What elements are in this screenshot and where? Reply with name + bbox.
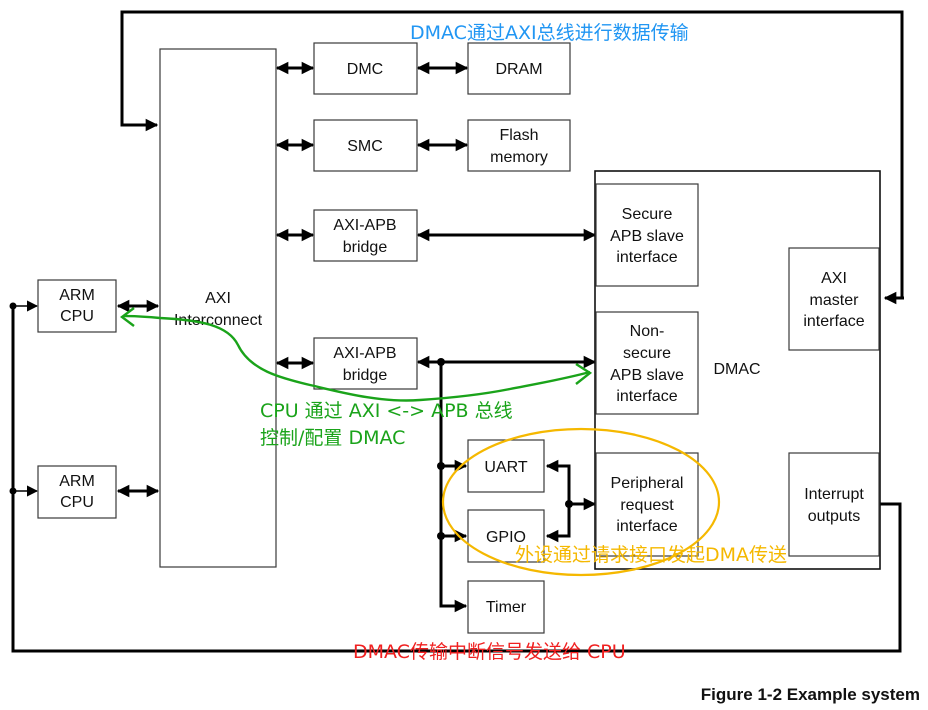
junction-dot <box>9 302 17 310</box>
cpu-config-annotation-line2: 控制/配置 DMAC <box>260 427 405 449</box>
flash-memory-block: Flash memory <box>467 119 571 172</box>
axi-transfer-annotation: DMAC通过AXI总线进行数据传输 <box>410 22 689 44</box>
peripheral-request-label: interface <box>616 518 677 535</box>
interrupt-outputs-label: Interrupt <box>804 486 864 503</box>
arm-cpu-block-1: ARM CPU <box>37 279 117 333</box>
dmac-label: DMAC <box>713 361 760 378</box>
axi-master-label: interface <box>803 313 864 330</box>
axi-interconnect-block: AXI Interconnect <box>159 48 277 568</box>
figure-caption: Figure 1-2 Example system <box>701 685 920 704</box>
secure-apb-label: APB slave <box>610 228 684 245</box>
interrupt-outputs-block: Interrupt outputs <box>788 452 880 557</box>
cpu-label: ARM <box>59 287 95 304</box>
nonsecure-apb-label: interface <box>616 388 677 405</box>
secure-apb-label: interface <box>616 249 677 266</box>
junction-dot <box>437 532 445 540</box>
apb-bus-vertical <box>439 362 468 613</box>
flash-label: memory <box>490 149 548 166</box>
nonsecure-apb-slave-interface: Non- secure APB slave interface <box>595 311 699 415</box>
gpio-label: GPIO <box>486 529 526 546</box>
cpu-label: ARM <box>59 473 95 490</box>
request-bus-gpio <box>545 504 571 543</box>
green-arrowhead-dmac <box>575 362 593 385</box>
cpu-config-annotation-line1: CPU 通过 AXI <-> APB 总线 <box>260 400 513 422</box>
bridge-label: bridge <box>343 367 388 384</box>
green-arrowhead-cpu <box>120 307 135 327</box>
axi-interconnect-label: Interconnect <box>174 312 263 329</box>
peripheral-request-annotation: 外设通过请求接口发起DMA传送 <box>515 544 787 566</box>
smc-block: SMC <box>313 119 418 172</box>
uart-block: UART <box>467 439 545 493</box>
interrupt-annotation: DMAC传输中断信号发送给 CPU <box>353 641 626 663</box>
interrupt-wire <box>11 306 902 653</box>
bridge-label: AXI-APB <box>333 217 396 234</box>
axi-master-label: AXI <box>821 270 847 287</box>
timer-label: Timer <box>486 599 527 616</box>
smc-label: SMC <box>347 138 383 155</box>
cpu-label: CPU <box>60 494 94 511</box>
dram-block: DRAM <box>467 42 571 95</box>
arm-cpu-block-2: ARM CPU <box>37 465 117 519</box>
dmc-block: DMC <box>313 42 418 95</box>
junction-dot <box>437 358 445 366</box>
axi-apb-bridge-block-2: AXI-APB bridge <box>313 337 418 390</box>
peripheral-request-label: request <box>620 497 674 514</box>
secure-apb-label: Secure <box>622 206 673 223</box>
nonsecure-apb-label: Non- <box>630 323 665 340</box>
axi-master-interface: AXI master interface <box>788 247 880 351</box>
junction-dot <box>565 500 573 508</box>
request-bus-uart <box>545 459 571 504</box>
axi-interconnect-label: AXI <box>205 290 231 307</box>
junction-dot <box>9 487 17 495</box>
axi-master-to-interconnect-wire <box>120 10 904 298</box>
secure-apb-slave-interface: Secure APB slave interface <box>595 183 699 287</box>
dmc-label: DMC <box>347 61 383 78</box>
bridge-label: AXI-APB <box>333 345 396 362</box>
axi-apb-bridge-block-1: AXI-APB bridge <box>313 209 418 262</box>
dram-label: DRAM <box>495 61 542 78</box>
cpu-config-green-arrow <box>123 314 591 402</box>
timer-block: Timer <box>467 580 545 634</box>
interrupt-outputs-label: outputs <box>808 508 860 525</box>
peripheral-request-interface: Peripheral request interface <box>595 452 699 557</box>
cpu-label: CPU <box>60 308 94 325</box>
nonsecure-apb-label: APB slave <box>610 367 684 384</box>
peripheral-request-highlight-ellipse <box>441 427 721 577</box>
axi-master-label: master <box>810 292 860 309</box>
uart-label: UART <box>484 459 527 476</box>
junction-dot <box>437 462 445 470</box>
flash-label: Flash <box>499 127 538 144</box>
peripheral-request-label: Peripheral <box>611 475 684 492</box>
nonsecure-apb-label: secure <box>623 345 671 362</box>
bridge-label: bridge <box>343 239 388 256</box>
